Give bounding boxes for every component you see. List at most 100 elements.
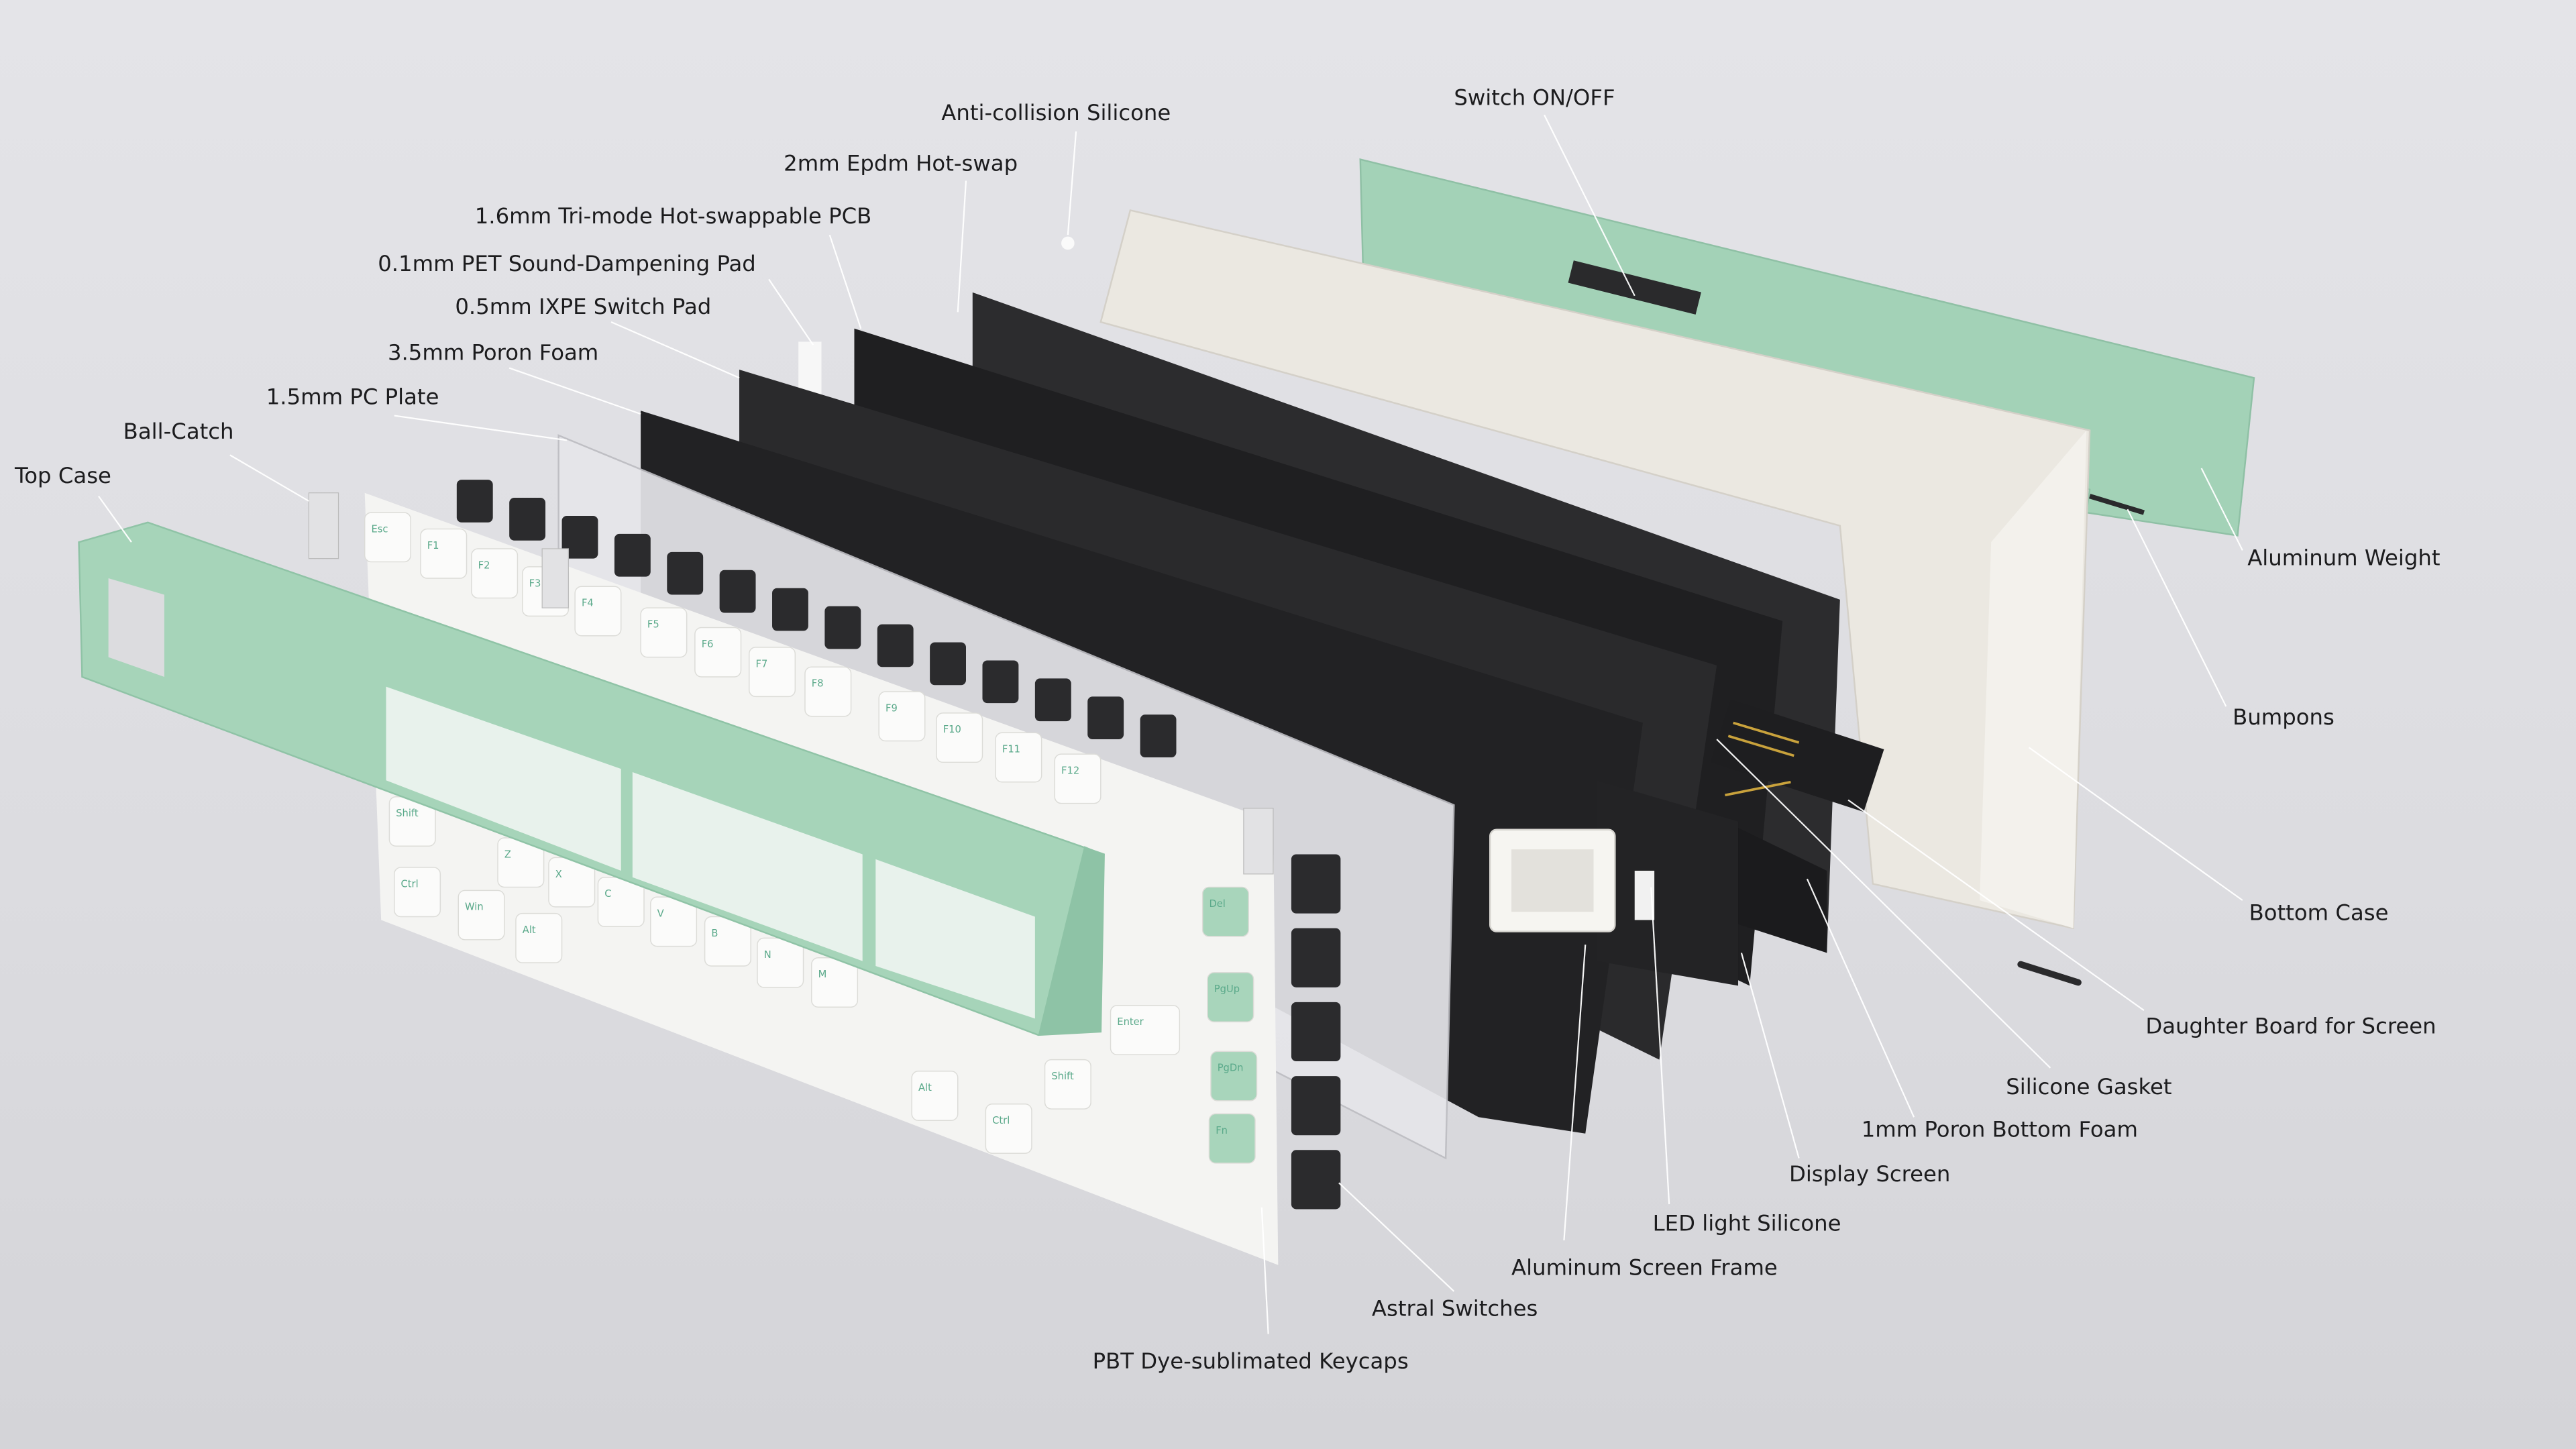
keycap-legend: Fn bbox=[1216, 1125, 1228, 1136]
label-ixpe-pad: 0.5mm IXPE Switch Pad bbox=[455, 294, 711, 319]
bumpons-rod bbox=[2089, 494, 2145, 515]
switch bbox=[509, 498, 546, 541]
keycap: N bbox=[757, 937, 804, 988]
leader-lines bbox=[98, 114, 2243, 1334]
keycap-legend: Ctrl bbox=[401, 878, 419, 890]
keycap-legend: M bbox=[818, 969, 827, 980]
keycap-legend: F2 bbox=[478, 559, 490, 571]
label-ball-catch: Ball-Catch bbox=[123, 419, 234, 444]
label-poron-foam: 3.5mm Poron Foam bbox=[388, 339, 598, 365]
label-switch-onoff: Switch ON/OFF bbox=[1454, 85, 1615, 111]
keycap: F1 bbox=[420, 528, 468, 579]
keycap-legend: V bbox=[657, 908, 664, 920]
switch-onoff-part bbox=[1568, 260, 1701, 315]
ball-catch bbox=[1243, 808, 1274, 875]
switch bbox=[982, 660, 1019, 704]
keycap-legend: C bbox=[604, 888, 611, 900]
label-bottom-foam: 1mm Poron Bottom Foam bbox=[1862, 1117, 2138, 1142]
keycap-legend: F7 bbox=[756, 658, 768, 669]
keycap: Shift bbox=[388, 796, 436, 847]
switch bbox=[667, 551, 704, 595]
keycap-legend: F10 bbox=[943, 724, 961, 735]
switch bbox=[930, 642, 966, 686]
screen-frame-window bbox=[1511, 849, 1594, 912]
bottom-case-wall bbox=[1980, 430, 2087, 928]
label-astral-switches: Astral Switches bbox=[1372, 1296, 1538, 1322]
label-led-silicone: LED light Silicone bbox=[1653, 1210, 1841, 1236]
keycap: F4 bbox=[574, 586, 622, 637]
keycap: Ctrl bbox=[394, 867, 441, 918]
keycap-legend: Z bbox=[504, 849, 511, 860]
keycap: PgUp bbox=[1207, 972, 1254, 1022]
keycaps: EscF1F2F3F4F5F6F7F8F9F10F11F12ShiftZXCVB… bbox=[364, 512, 1258, 1164]
daughter-board bbox=[1710, 699, 1884, 812]
display-screen bbox=[1597, 780, 1739, 986]
keycap-legend: Del bbox=[1209, 898, 1225, 910]
switch bbox=[1291, 1150, 1341, 1210]
keycap-legend: PgDn bbox=[1218, 1063, 1244, 1074]
daughter-board-pins bbox=[1725, 721, 1800, 797]
keycap: Enter bbox=[1110, 1005, 1181, 1055]
keycap: Win bbox=[458, 890, 505, 941]
switch bbox=[561, 515, 598, 559]
switch bbox=[456, 480, 493, 523]
keycap-legend: F6 bbox=[702, 639, 714, 650]
switch bbox=[614, 533, 651, 577]
bottom-foam bbox=[1725, 821, 1827, 953]
keycap-legend: Enter bbox=[1117, 1016, 1144, 1028]
label-pc-plate: 1.5mm PC Plate bbox=[266, 384, 439, 409]
label-bumpons: Bumpons bbox=[2233, 704, 2334, 730]
ball-catch bbox=[541, 548, 569, 608]
keycap-legend: F12 bbox=[1061, 765, 1079, 776]
keycap: F2 bbox=[471, 548, 519, 599]
switch bbox=[1291, 928, 1341, 987]
switch bbox=[1034, 678, 1071, 722]
keycap: Alt bbox=[911, 1071, 959, 1121]
keycap: Esc bbox=[364, 512, 411, 563]
switch bbox=[877, 624, 914, 667]
keycap: F9 bbox=[878, 691, 926, 742]
keycap-legend: Shift bbox=[1051, 1071, 1074, 1082]
label-keycaps: PBT Dye-sublimated Keycaps bbox=[1093, 1348, 1409, 1374]
label-pcb: 1.6mm Tri-mode Hot-swappable PCB bbox=[475, 203, 872, 229]
label-daughter-board: Daughter Board for Screen bbox=[2145, 1013, 2436, 1038]
keycap: F7 bbox=[749, 647, 796, 698]
keycap: F8 bbox=[804, 666, 852, 717]
keycap: Shift bbox=[1044, 1059, 1091, 1110]
keycap-legend: Alt bbox=[523, 924, 536, 936]
keycap-legend: Win bbox=[465, 902, 484, 913]
label-anti-collision-silicone: Anti-collision Silicone bbox=[941, 100, 1171, 125]
switch bbox=[1291, 1076, 1341, 1136]
keycap-legend: F5 bbox=[647, 619, 659, 631]
top-case bbox=[78, 521, 1105, 1036]
switch bbox=[719, 570, 756, 613]
keycap-legend: F8 bbox=[812, 678, 824, 690]
switch bbox=[1140, 714, 1177, 757]
keycap-legend: N bbox=[764, 949, 771, 961]
keycap-legend: X bbox=[555, 869, 562, 880]
label-bottom-case: Bottom Case bbox=[2249, 900, 2389, 925]
keycap-legend: Shift bbox=[396, 808, 419, 819]
label-epdm-hotswap: 2mm Epdm Hot-swap bbox=[784, 151, 1018, 176]
keycap: PgDn bbox=[1210, 1051, 1258, 1102]
ball-catch bbox=[308, 492, 339, 559]
keycap-legend: Alt bbox=[918, 1082, 932, 1093]
anti-collision-silicone-ball bbox=[1061, 236, 1075, 250]
keycap-legend: F9 bbox=[885, 702, 898, 714]
keycap: F12 bbox=[1054, 753, 1102, 804]
bottom-case bbox=[1099, 209, 2091, 930]
keycap: F6 bbox=[694, 627, 742, 678]
keycap: F11 bbox=[995, 732, 1042, 783]
label-screen-frame: Aluminum Screen Frame bbox=[1511, 1254, 1778, 1280]
keycap: V bbox=[650, 896, 698, 947]
pet-pad bbox=[798, 341, 822, 398]
keycap: Del bbox=[1201, 886, 1249, 937]
switch bbox=[1291, 1002, 1341, 1062]
keycap-legend: Esc bbox=[371, 523, 388, 535]
keycap: Ctrl bbox=[985, 1103, 1032, 1154]
keycap-legend: F11 bbox=[1002, 744, 1020, 755]
keycap-legend: Ctrl bbox=[992, 1115, 1010, 1126]
keycap: F5 bbox=[640, 607, 688, 658]
label-pet-pad: 0.1mm PET Sound-Dampening Pad bbox=[378, 251, 756, 276]
